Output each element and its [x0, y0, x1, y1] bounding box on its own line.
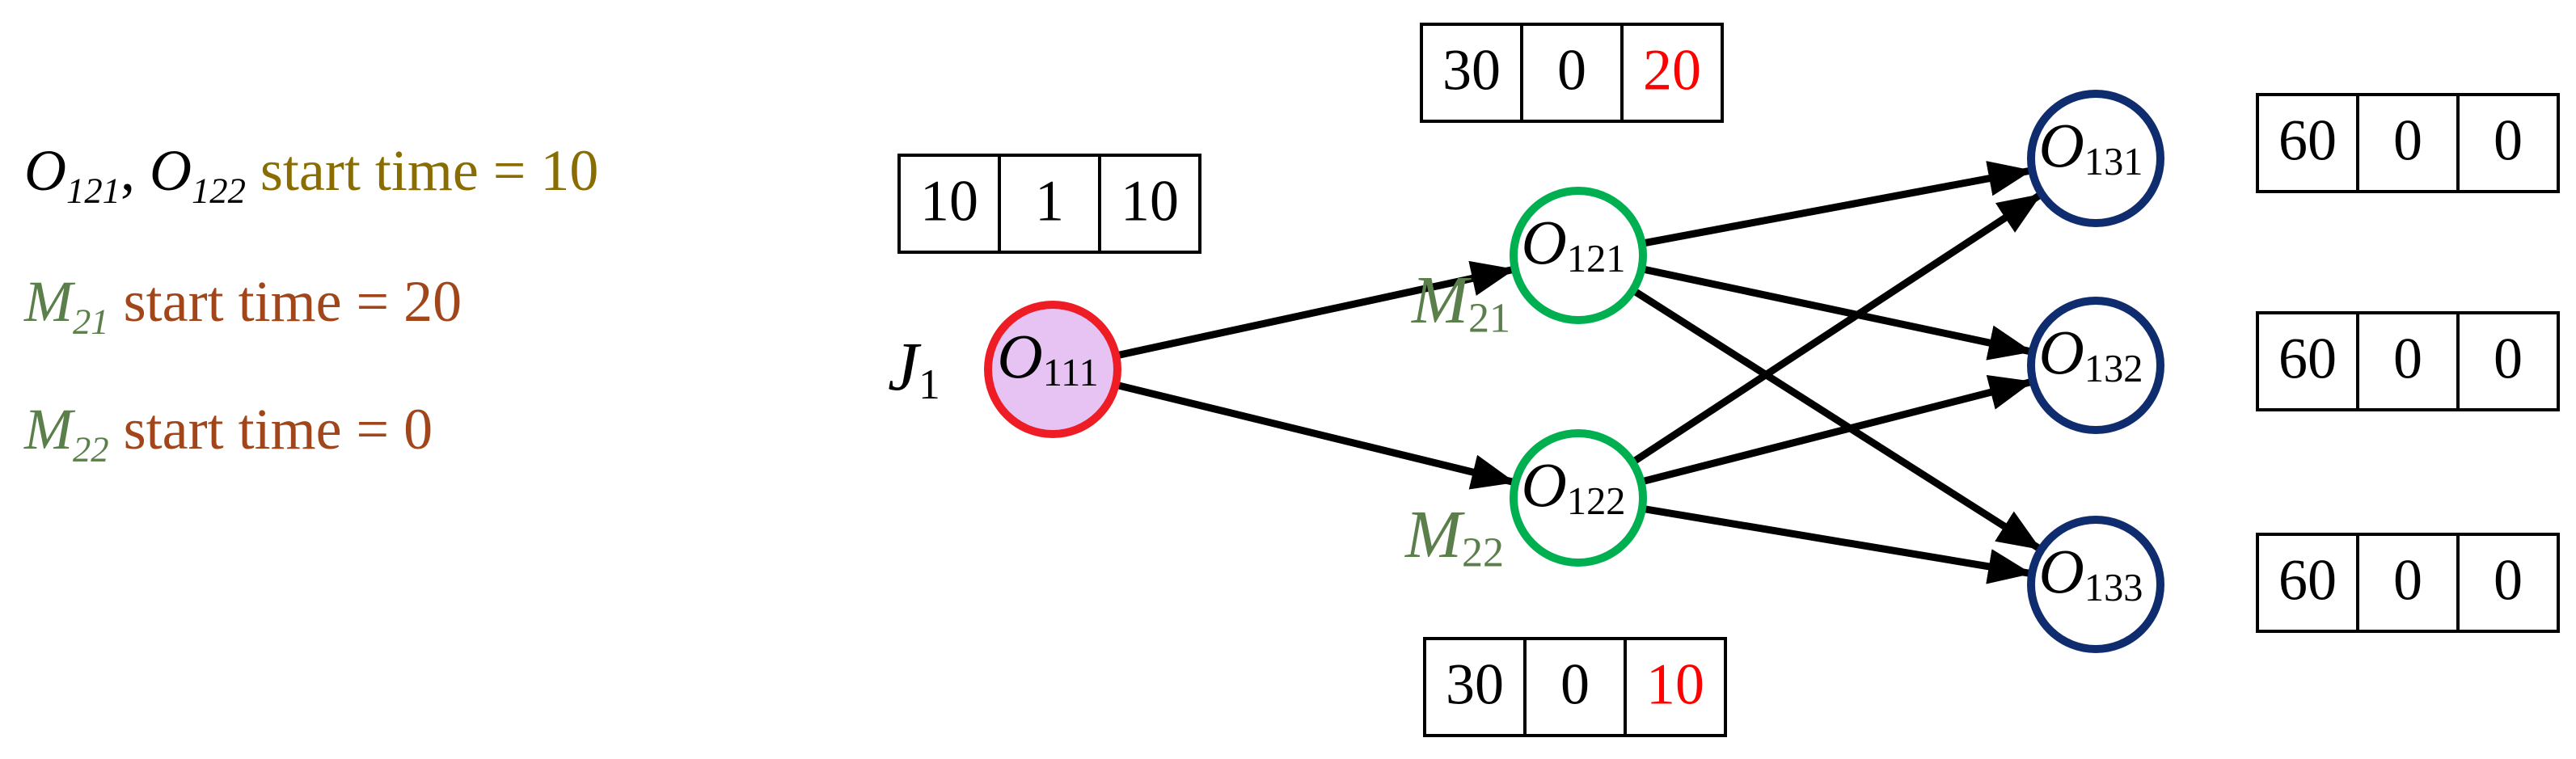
machine-label-o122: M22: [1404, 497, 1504, 576]
value-box-o132: 60 0 0: [2256, 311, 2560, 411]
edge-o121-o133: [1631, 287, 2042, 552]
edge-o111-o122: [1114, 381, 1516, 490]
value-text-o133-1: 0: [2393, 548, 2422, 613]
node-label-o121: O121: [1522, 207, 1626, 280]
value-cell-o121-2: [1620, 23, 1724, 123]
note3-machine: M22: [24, 397, 109, 470]
value-text-o131-0: 60: [2278, 108, 2337, 173]
value-text-o111-0: 10: [920, 169, 978, 234]
value-cell-o132-0: [2256, 311, 2359, 411]
edge-o121-o131: [1641, 161, 2033, 247]
note-line-2: M21 start time = 20: [24, 268, 462, 342]
edge-o122-o132: [1640, 374, 2033, 486]
edge-o122-o131: [1630, 192, 2042, 466]
value-text-o122-1: 0: [1560, 652, 1590, 717]
value-boxes-layer: 10 1 10 30 0 20 30 0 10 60 0 0 60 0 0 60 0 0: [897, 23, 2560, 737]
value-cell-o121-1: [1520, 23, 1624, 123]
node-o122: [1510, 429, 1647, 567]
value-text-o121-2: 20: [1643, 38, 1701, 103]
value-text-o132-2: 0: [2494, 327, 2523, 391]
edge-o121-o132: [1641, 265, 2033, 361]
value-text-o133-0: 60: [2278, 548, 2337, 613]
node-o131: [2027, 90, 2164, 227]
job-label: J1: [888, 327, 940, 408]
node-label-o122: O122: [1522, 449, 1626, 523]
value-text-o132-1: 0: [2393, 327, 2422, 391]
value-cell-o122-0: [1423, 637, 1527, 737]
note3-text: start time = 0: [108, 397, 433, 462]
note2-machine: M21: [24, 269, 109, 342]
node-o132: [2027, 297, 2164, 434]
note1-text: start time = 10: [245, 138, 599, 203]
node-label-o111: O111: [997, 321, 1098, 394]
value-box-o121: 30 0 20: [1420, 23, 1724, 123]
value-box-o131: 60 0 0: [2256, 93, 2560, 193]
value-cell-o131-2: [2456, 93, 2560, 193]
value-text-o131-2: 0: [2494, 108, 2523, 173]
value-cell-o132-2: [2456, 311, 2560, 411]
node-o133: [2027, 516, 2164, 653]
value-cell-o111-2: [1098, 154, 1201, 254]
note1-separator: ,: [120, 138, 150, 203]
note1-op2: O122: [149, 138, 246, 211]
note2-text: start time = 20: [108, 269, 462, 334]
value-cell-o122-1: [1523, 637, 1627, 737]
value-text-o121-0: 30: [1442, 38, 1501, 103]
value-box-o111: 10 1 10: [897, 154, 1201, 254]
node-o121: [1510, 187, 1647, 324]
note-line-1: O121, O122 start time = 10: [24, 137, 599, 211]
edge-o122-o133: [1641, 504, 2033, 584]
value-text-o111-2: 10: [1121, 169, 1179, 234]
value-cell-o133-2: [2456, 533, 2560, 633]
value-text-o121-1: 0: [1557, 38, 1586, 103]
value-box-o133: 60 0 0: [2256, 533, 2560, 633]
value-cell-o111-0: [897, 154, 1001, 254]
value-text-o131-1: 0: [2393, 108, 2422, 173]
machine-label-o121: M21: [1411, 263, 1510, 341]
value-text-o122-0: 30: [1446, 652, 1504, 717]
value-text-o111-1: 1: [1035, 169, 1064, 234]
value-box-o122: 30 0 10: [1423, 637, 1727, 737]
value-text-o122-2: 10: [1646, 652, 1704, 717]
edge-o111-o121: [1115, 260, 1515, 360]
node-o111: [984, 301, 1121, 438]
value-text-o132-0: 60: [2278, 327, 2337, 391]
edges-layer: [1114, 161, 2042, 584]
note-line-3: M22 start time = 0: [24, 396, 433, 470]
node-label-o132: O132: [2039, 317, 2143, 390]
node-label-o133: O133: [2039, 536, 2143, 609]
value-cell-o133-1: [2356, 533, 2460, 633]
node-label-o131: O131: [2039, 110, 2143, 183]
value-cell-o122-2: [1624, 637, 1727, 737]
value-text-o133-2: 0: [2494, 548, 2523, 613]
note1-op1: O121: [24, 138, 120, 211]
value-cell-o121-0: [1420, 23, 1523, 123]
